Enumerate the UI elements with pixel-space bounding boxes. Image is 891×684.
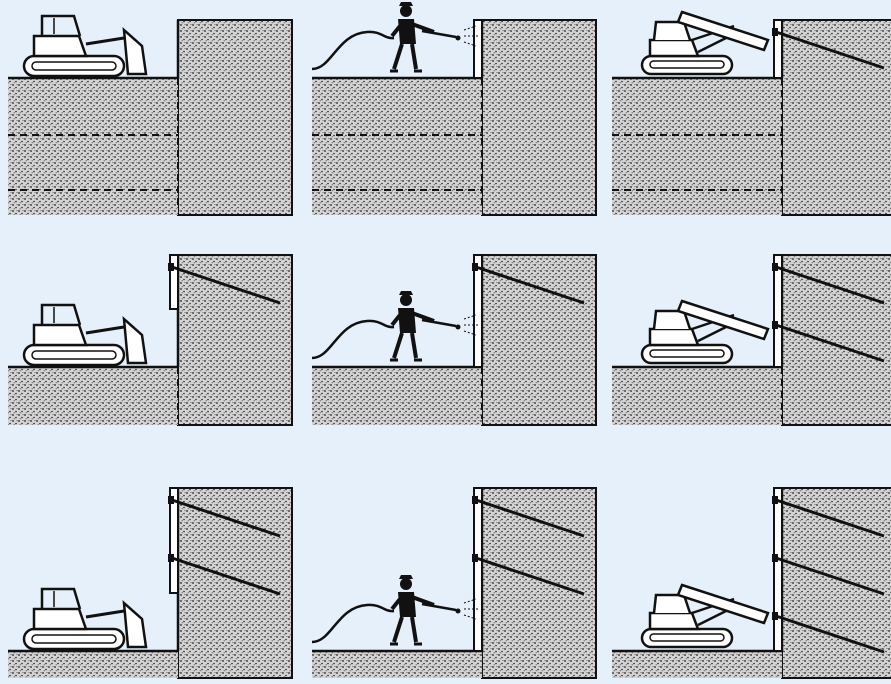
retained-soil [782,255,891,425]
remaining-soil [312,78,482,215]
remaining-soil [612,78,782,215]
remaining-soil [8,78,178,215]
retained-soil [482,20,596,215]
shotcrete-facing [474,255,482,367]
panel-row1-col3 [612,12,891,215]
remaining-soil [612,367,782,425]
retained-soil [482,488,596,678]
remaining-soil [612,651,782,678]
remaining-soil [312,367,482,425]
shotcrete-facing [474,20,482,78]
shotcrete-facing [774,255,782,367]
retained-soil [178,20,292,215]
remaining-soil [8,651,178,678]
retained-soil [482,255,596,425]
shotcrete-facing [474,488,482,651]
retained-soil [178,488,292,678]
remaining-soil [8,367,178,425]
retained-soil [178,255,292,425]
retained-soil [782,20,891,215]
shotcrete-facing [774,488,782,651]
remaining-soil [312,651,482,678]
